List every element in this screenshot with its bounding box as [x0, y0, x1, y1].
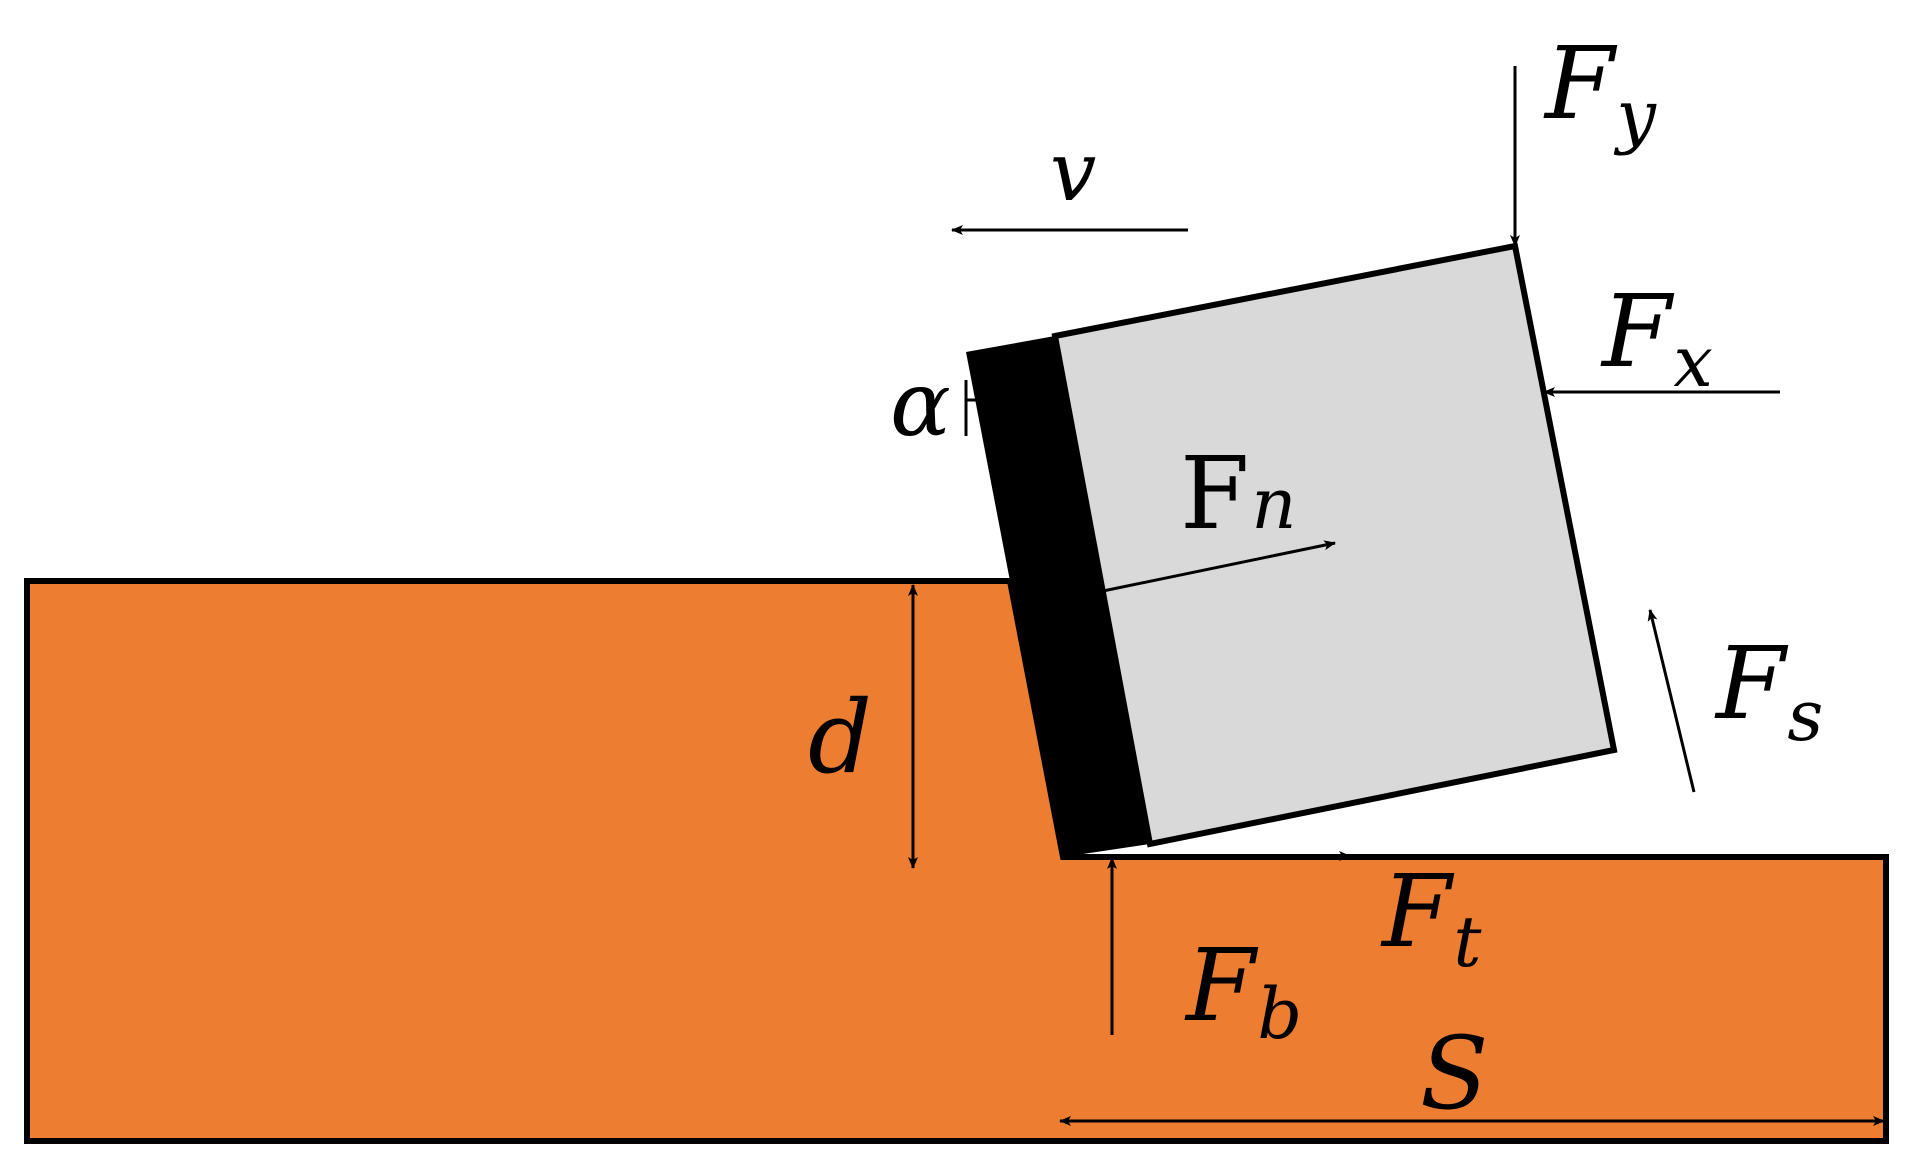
- fb-label: Fb: [1184, 927, 1302, 1055]
- s-label: S: [1420, 1015, 1489, 1132]
- velocity-label: v: [1050, 125, 1096, 220]
- fs-arrow: [1647, 609, 1696, 793]
- fs-label: Fs: [1714, 625, 1823, 757]
- fn-arrow: [1102, 540, 1336, 593]
- fx-label: Fx: [1600, 273, 1713, 403]
- fn-label: Fn: [1180, 435, 1296, 552]
- d-label: d: [808, 679, 872, 796]
- fy-label: Fy: [1543, 25, 1657, 157]
- ft-label: Ft: [1380, 853, 1482, 983]
- workpiece: [24, 578, 1889, 1144]
- alpha-label: α: [890, 352, 951, 457]
- tool-body: [1051, 242, 1618, 848]
- tool-cutting-edge: [966, 336, 1150, 857]
